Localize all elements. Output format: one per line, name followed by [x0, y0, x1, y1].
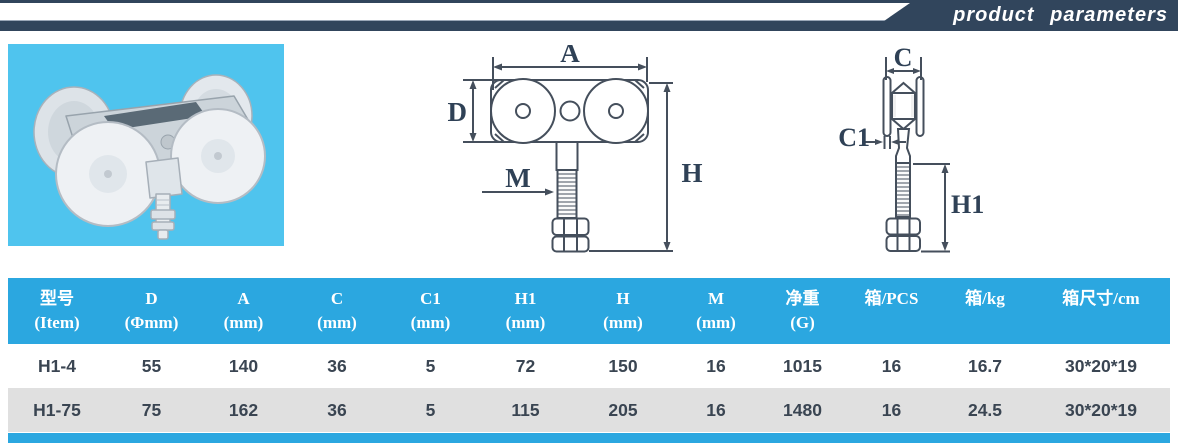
cell-a: 140 — [228, 356, 259, 376]
cell-h1: 72 — [515, 356, 536, 376]
cell-m: 16 — [706, 400, 726, 420]
cell-c: 36 — [327, 400, 347, 420]
cell-m: 16 — [706, 356, 726, 376]
cell-net-weight: 1480 — [783, 400, 822, 420]
column-header-c: C(mm) — [317, 289, 357, 332]
column-header-m: M(mm) — [696, 289, 736, 332]
banner-white-stripe — [0, 3, 910, 21]
cell-box-pcs: 16 — [881, 356, 902, 376]
page-title: product parameters — [953, 4, 1168, 26]
cell-c: 36 — [327, 356, 347, 376]
front-view-diagram: A D M H — [448, 45, 703, 253]
dim-label-a: A — [560, 45, 580, 68]
column-header-h: H(mm) — [603, 289, 643, 332]
cell-c1: 5 — [425, 356, 436, 376]
table-bottom-bar — [8, 433, 1170, 443]
column-header-item: 型号(Item) — [34, 289, 80, 332]
column-header-box-pcs: 箱/PCS — [864, 289, 919, 308]
table-row: H1-4 55 140 36 5 72 150 16 1015 16 16.7 … — [8, 344, 1170, 388]
trolley-illustration — [33, 74, 266, 240]
column-header-a: A(mm) — [223, 289, 264, 332]
cell-c1: 5 — [425, 400, 436, 420]
cell-box-pcs: 16 — [881, 400, 902, 420]
cell-box-size: 30*20*19 — [1064, 400, 1138, 420]
cell-box-kg: 24.5 — [967, 400, 1003, 420]
table-header-row: 型号(Item) D(Φmm) A(mm) C(mm) C1(mm) H1(mm… — [8, 278, 1170, 344]
cell-d: 55 — [141, 356, 162, 376]
column-header-box-size: 箱尺寸/cm — [1062, 289, 1140, 308]
column-header-d: D(Φmm) — [124, 289, 179, 332]
table-row: H1-75 75 162 36 5 115 205 16 1480 16 24.… — [8, 388, 1170, 432]
cell-item: H1-75 — [33, 400, 81, 420]
cell-h1: 115 — [511, 400, 540, 420]
column-header-net-weight: 净重(G) — [785, 289, 820, 332]
product-photo — [8, 44, 284, 246]
cell-box-size: 30*20*19 — [1064, 356, 1138, 376]
dim-label-m: M — [505, 163, 530, 193]
dim-label-c1: C1 — [838, 123, 870, 152]
cell-h: 150 — [608, 356, 638, 376]
dim-label-h: H — [681, 158, 702, 188]
dim-label-d: D — [448, 97, 468, 127]
dim-label-c: C — [894, 45, 913, 72]
cell-net-weight: 1015 — [783, 356, 822, 376]
parameters-table: 型号(Item) D(Φmm) A(mm) C(mm) C1(mm) H1(mm… — [8, 278, 1170, 443]
column-header-c1: C1(mm) — [410, 289, 451, 332]
cell-h: 205 — [608, 400, 638, 420]
column-header-box-kg: 箱/kg — [965, 289, 1005, 308]
dim-label-h1: H1 — [951, 190, 984, 219]
cell-item: H1-4 — [38, 356, 76, 376]
cell-d: 75 — [141, 400, 162, 420]
side-view-diagram: C C1 H1 — [838, 45, 984, 253]
cell-box-kg: 16.7 — [967, 356, 1003, 376]
header-banner: product parameters — [0, 0, 1178, 31]
cell-a: 162 — [228, 400, 259, 420]
column-header-h1: H1(mm) — [505, 289, 546, 332]
